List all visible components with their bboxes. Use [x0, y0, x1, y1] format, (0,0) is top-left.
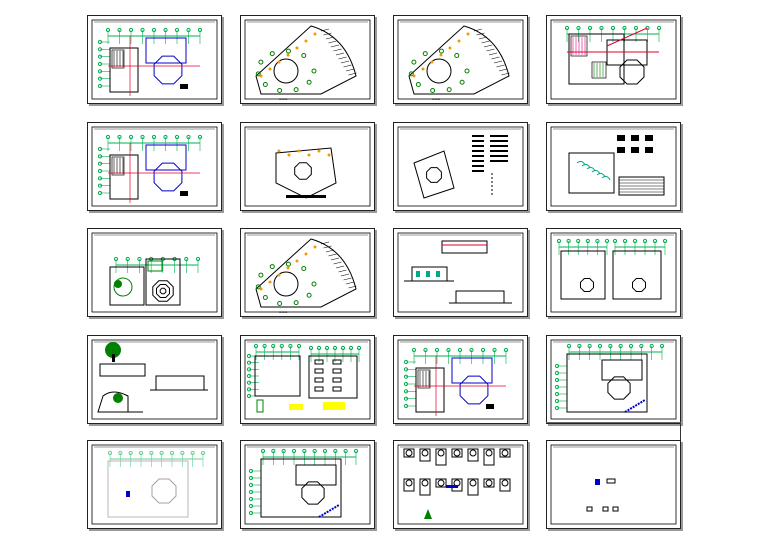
sheet-drawing [91, 339, 218, 420]
sheet-drawing [91, 232, 218, 313]
drawing-sheet-plan-octagon[interactable] [87, 122, 222, 211]
drawing-sheet-site-small[interactable] [240, 122, 375, 211]
frame-line [546, 422, 681, 423]
sheet-drawing [397, 444, 524, 525]
sheet-drawing: ▬▬▬ [244, 232, 371, 314]
sheet-drawing: ▬▬▬ [397, 19, 524, 101]
drawing-sheet-site-table[interactable] [546, 122, 681, 211]
svg-text:▬▬▬: ▬▬▬ [432, 97, 441, 101]
drawing-sheet-plan-octagon[interactable] [87, 15, 222, 104]
drawing-sheet-details-sparse[interactable] [546, 440, 681, 529]
svg-text:▬▬▬: ▬▬▬ [279, 310, 288, 314]
sheet-drawing [244, 444, 371, 525]
sheet-drawing [244, 126, 371, 207]
frame-line [680, 422, 681, 440]
drawing-sheet-plan-large[interactable] [546, 335, 681, 424]
drawing-sheet-details[interactable] [393, 440, 528, 529]
drawing-sheet-elevations[interactable] [393, 228, 528, 317]
drawing-sheet-structure[interactable] [240, 335, 375, 424]
drawing-sheet-plans-double[interactable] [546, 228, 681, 317]
drawing-sheet-plan-landscape[interactable] [87, 228, 222, 317]
drawing-sheet-site-fan[interactable]: ▬▬▬ [393, 15, 528, 104]
drawing-sheet-plan-light[interactable] [87, 440, 222, 529]
drawing-sheet-plan-octagon[interactable] [393, 335, 528, 424]
drawing-sheet-site-fan[interactable]: ▬▬▬ [240, 228, 375, 317]
sheet-drawing [244, 339, 371, 420]
sheet-drawing [397, 339, 524, 420]
sheet-drawing [91, 126, 218, 207]
drawing-sheet-site-legend[interactable] [393, 122, 528, 211]
drawing-sheet-plan-colored[interactable] [546, 15, 681, 104]
sheet-drawing [550, 232, 677, 313]
sheet-drawing [91, 444, 218, 525]
drawing-sheet-site-fan[interactable]: ▬▬▬ [240, 15, 375, 104]
sheet-drawing [550, 339, 677, 420]
sheet-drawing [550, 19, 677, 100]
svg-text:▬▬▬: ▬▬▬ [279, 97, 288, 101]
sheet-drawing [397, 126, 524, 207]
sheet-drawing [91, 19, 218, 100]
sheet-drawing [397, 232, 524, 313]
sheet-drawing: ▬▬▬ [244, 19, 371, 101]
drawing-sheet-sections-trees[interactable] [87, 335, 222, 424]
sheet-drawing [550, 126, 677, 207]
sheet-drawing [550, 444, 677, 525]
drawing-sheet-plan-large[interactable] [240, 440, 375, 529]
